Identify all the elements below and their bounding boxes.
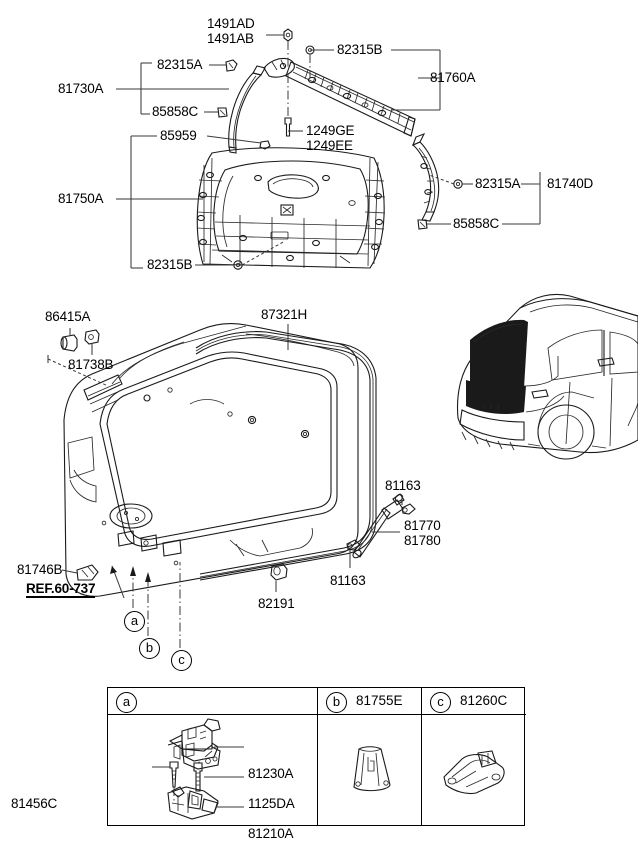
detail-body-b [318,715,421,825]
label-ref-60-737: REF.60-737 [26,581,96,598]
detail-cell-c: c 81260C [421,688,526,825]
label-86415a: 86415A [45,309,91,324]
fasteners-upper [217,28,463,270]
fasteners-middle [60,329,288,581]
label-82315a-left: 82315A [157,57,203,72]
detail-c-artwork [443,750,505,795]
detail-b-artwork [353,746,391,792]
detail-header-b: b 81755E [318,688,421,715]
label-81750a: 81750A [58,191,104,206]
ball-stud-upper [401,503,416,515]
label-82315b-left: 82315B [147,257,193,272]
detail-header-c: c 81260C [422,688,526,715]
callout-b: b [139,638,160,659]
detail-body-c [422,715,526,825]
part-81210a-striker [167,786,219,820]
part-81730a-side-trim [228,57,295,154]
label-1491ab: 1491AB [207,31,254,46]
label-82315b-top: 82315B [337,42,383,57]
label-85858c-left: 85858C [152,104,199,119]
callout-a: a [124,611,145,632]
detail-cell-b: b 81755E [317,688,421,825]
label-81163-bottom: 81163 [330,573,366,588]
ball-stud-lower [346,539,361,551]
part-81230a-latch [167,718,221,770]
detail-marker-b: b [326,692,347,713]
detail-header-text-c: 81260C [460,693,508,708]
part-81740d-side-trim [411,132,440,222]
part-81260c-lamp [443,750,505,795]
part-81760a-upper-trim [285,61,416,137]
label-81738b: 81738B [68,357,114,372]
detail-header-a: a [108,688,317,715]
part-1125da-bolt [193,762,203,792]
label-81780: 81780 [404,533,441,548]
detail-label-81230a: 81230A [248,766,294,781]
part-tailgate-panel [63,323,359,597]
label-87321h: 87321H [261,307,308,322]
part-81456c-screw [169,761,179,788]
detail-table: a [11,687,526,841]
detail-a-artwork [152,718,244,820]
label-82191: 82191 [258,596,295,611]
label-81163-top: 81163 [385,478,421,493]
callout-c: c [171,650,192,671]
detail-label-1125da: 1125DA [248,796,295,811]
label-81770: 81770 [404,518,441,533]
part-gas-strut [346,493,416,559]
part-81750a-tailgate-trim [196,147,386,269]
label-81746b: 81746B [17,562,63,577]
detail-cell-a: a [11,688,317,841]
detail-body-a: 81230A 81456C 1125DA 81210A [11,715,317,841]
label-85858c-right: 85858C [453,216,500,231]
label-81730a: 81730A [58,81,104,96]
label-85959: 85959 [160,128,197,143]
label-1249ge: 1249GE [306,123,355,138]
detail-marker-a: a [116,692,137,713]
detail-header-text-b: 81755E [356,693,403,708]
ref-text: REF.60-737 [26,581,96,598]
label-81740d: 81740D [547,176,594,191]
leader-lines-middle [47,324,403,648]
leader-lines-upper [116,34,541,269]
part-81755e-stopper [353,746,391,792]
label-82315a-right: 82315A [475,176,521,191]
label-81760a: 81760A [430,70,476,85]
label-1249ee: 1249EE [306,138,353,153]
detail-label-81456c: 81456C [11,796,58,811]
label-1491ad: 1491AD [207,16,255,31]
part-87321h-weatherstrip [195,331,377,581]
detail-marker-c: c [430,692,451,713]
detail-label-81210a: 81210A [248,826,294,841]
vehicle-illustration [457,293,638,460]
